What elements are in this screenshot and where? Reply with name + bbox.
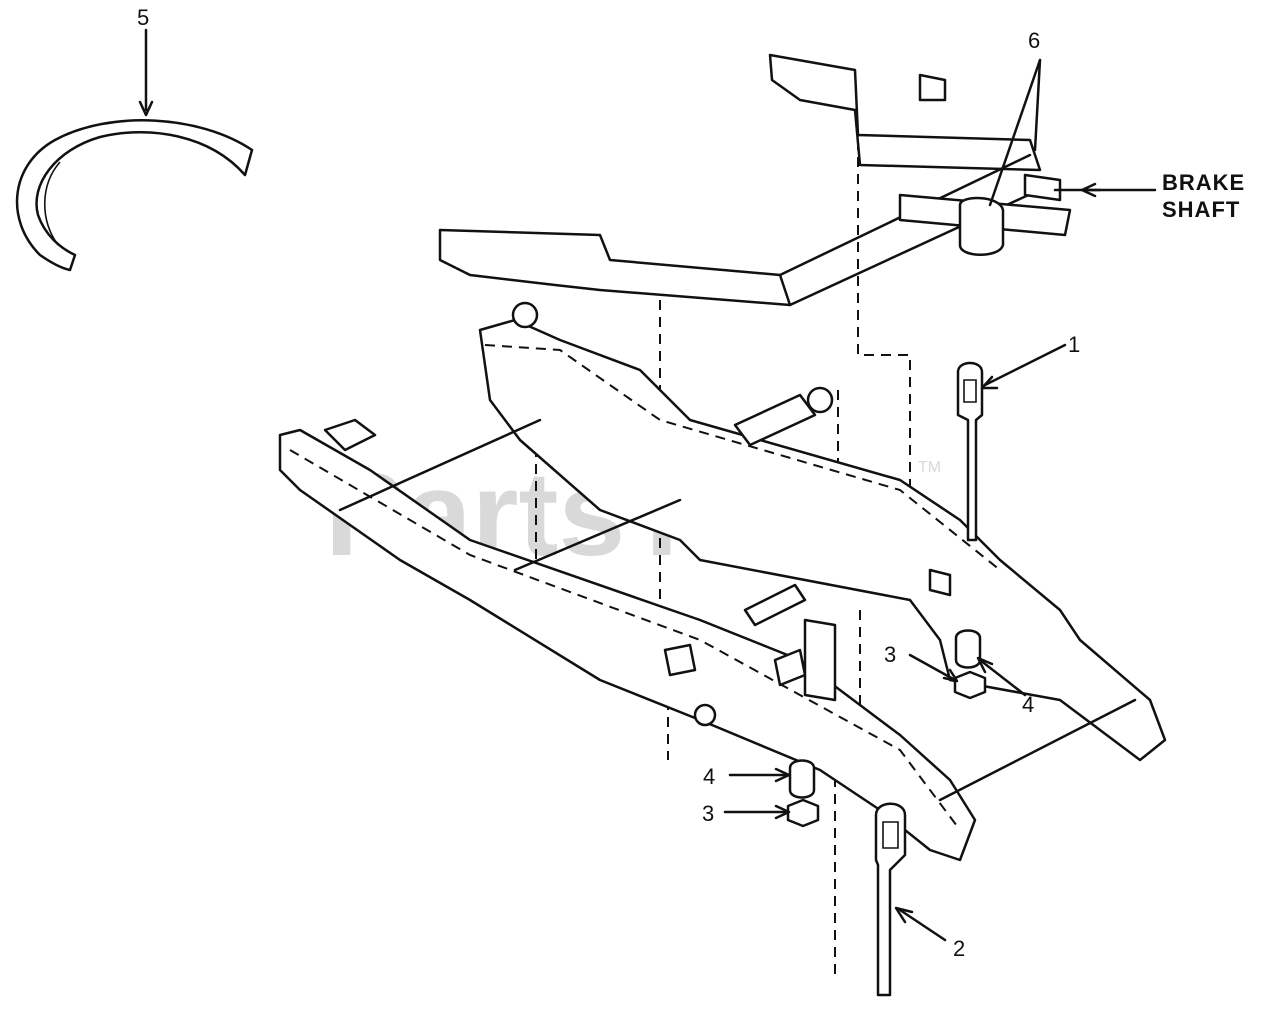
- callout-4-upper: 4: [1022, 692, 1034, 717]
- callout-2: 2: [953, 936, 965, 961]
- brake-shaft-label-line1: BRAKE: [1162, 170, 1245, 195]
- callout-5: 5: [137, 5, 149, 30]
- part-1-eye-bolt: [956, 361, 984, 542]
- part-3-nut-lower: [786, 798, 820, 828]
- callout-1: 1: [1068, 332, 1080, 357]
- lift-frame: [278, 318, 1167, 862]
- part-3-nut-upper: [953, 670, 987, 700]
- upper-bracket: [438, 53, 1102, 307]
- brake-shaft-label-line2: SHAFT: [1162, 197, 1240, 222]
- part-2-eye-bolt: [874, 802, 907, 997]
- leader-lines: [138, 28, 1157, 942]
- part-4-spacer-upper: [954, 629, 982, 669]
- callout-4-lower: 4: [703, 764, 715, 789]
- callout-3-lower: 3: [702, 801, 714, 826]
- callout-3-upper: 3: [884, 642, 896, 667]
- callout-6: 6: [1028, 28, 1040, 53]
- callout-labels: 5 6 1 3 4 4 3 2 BRAKE SHAFT: [137, 5, 1245, 961]
- watermark-trademark: TM: [918, 459, 941, 476]
- part-5-curved-spring: [15, 119, 254, 272]
- hardware: [323, 301, 952, 727]
- part-4-spacer-lower: [788, 759, 816, 799]
